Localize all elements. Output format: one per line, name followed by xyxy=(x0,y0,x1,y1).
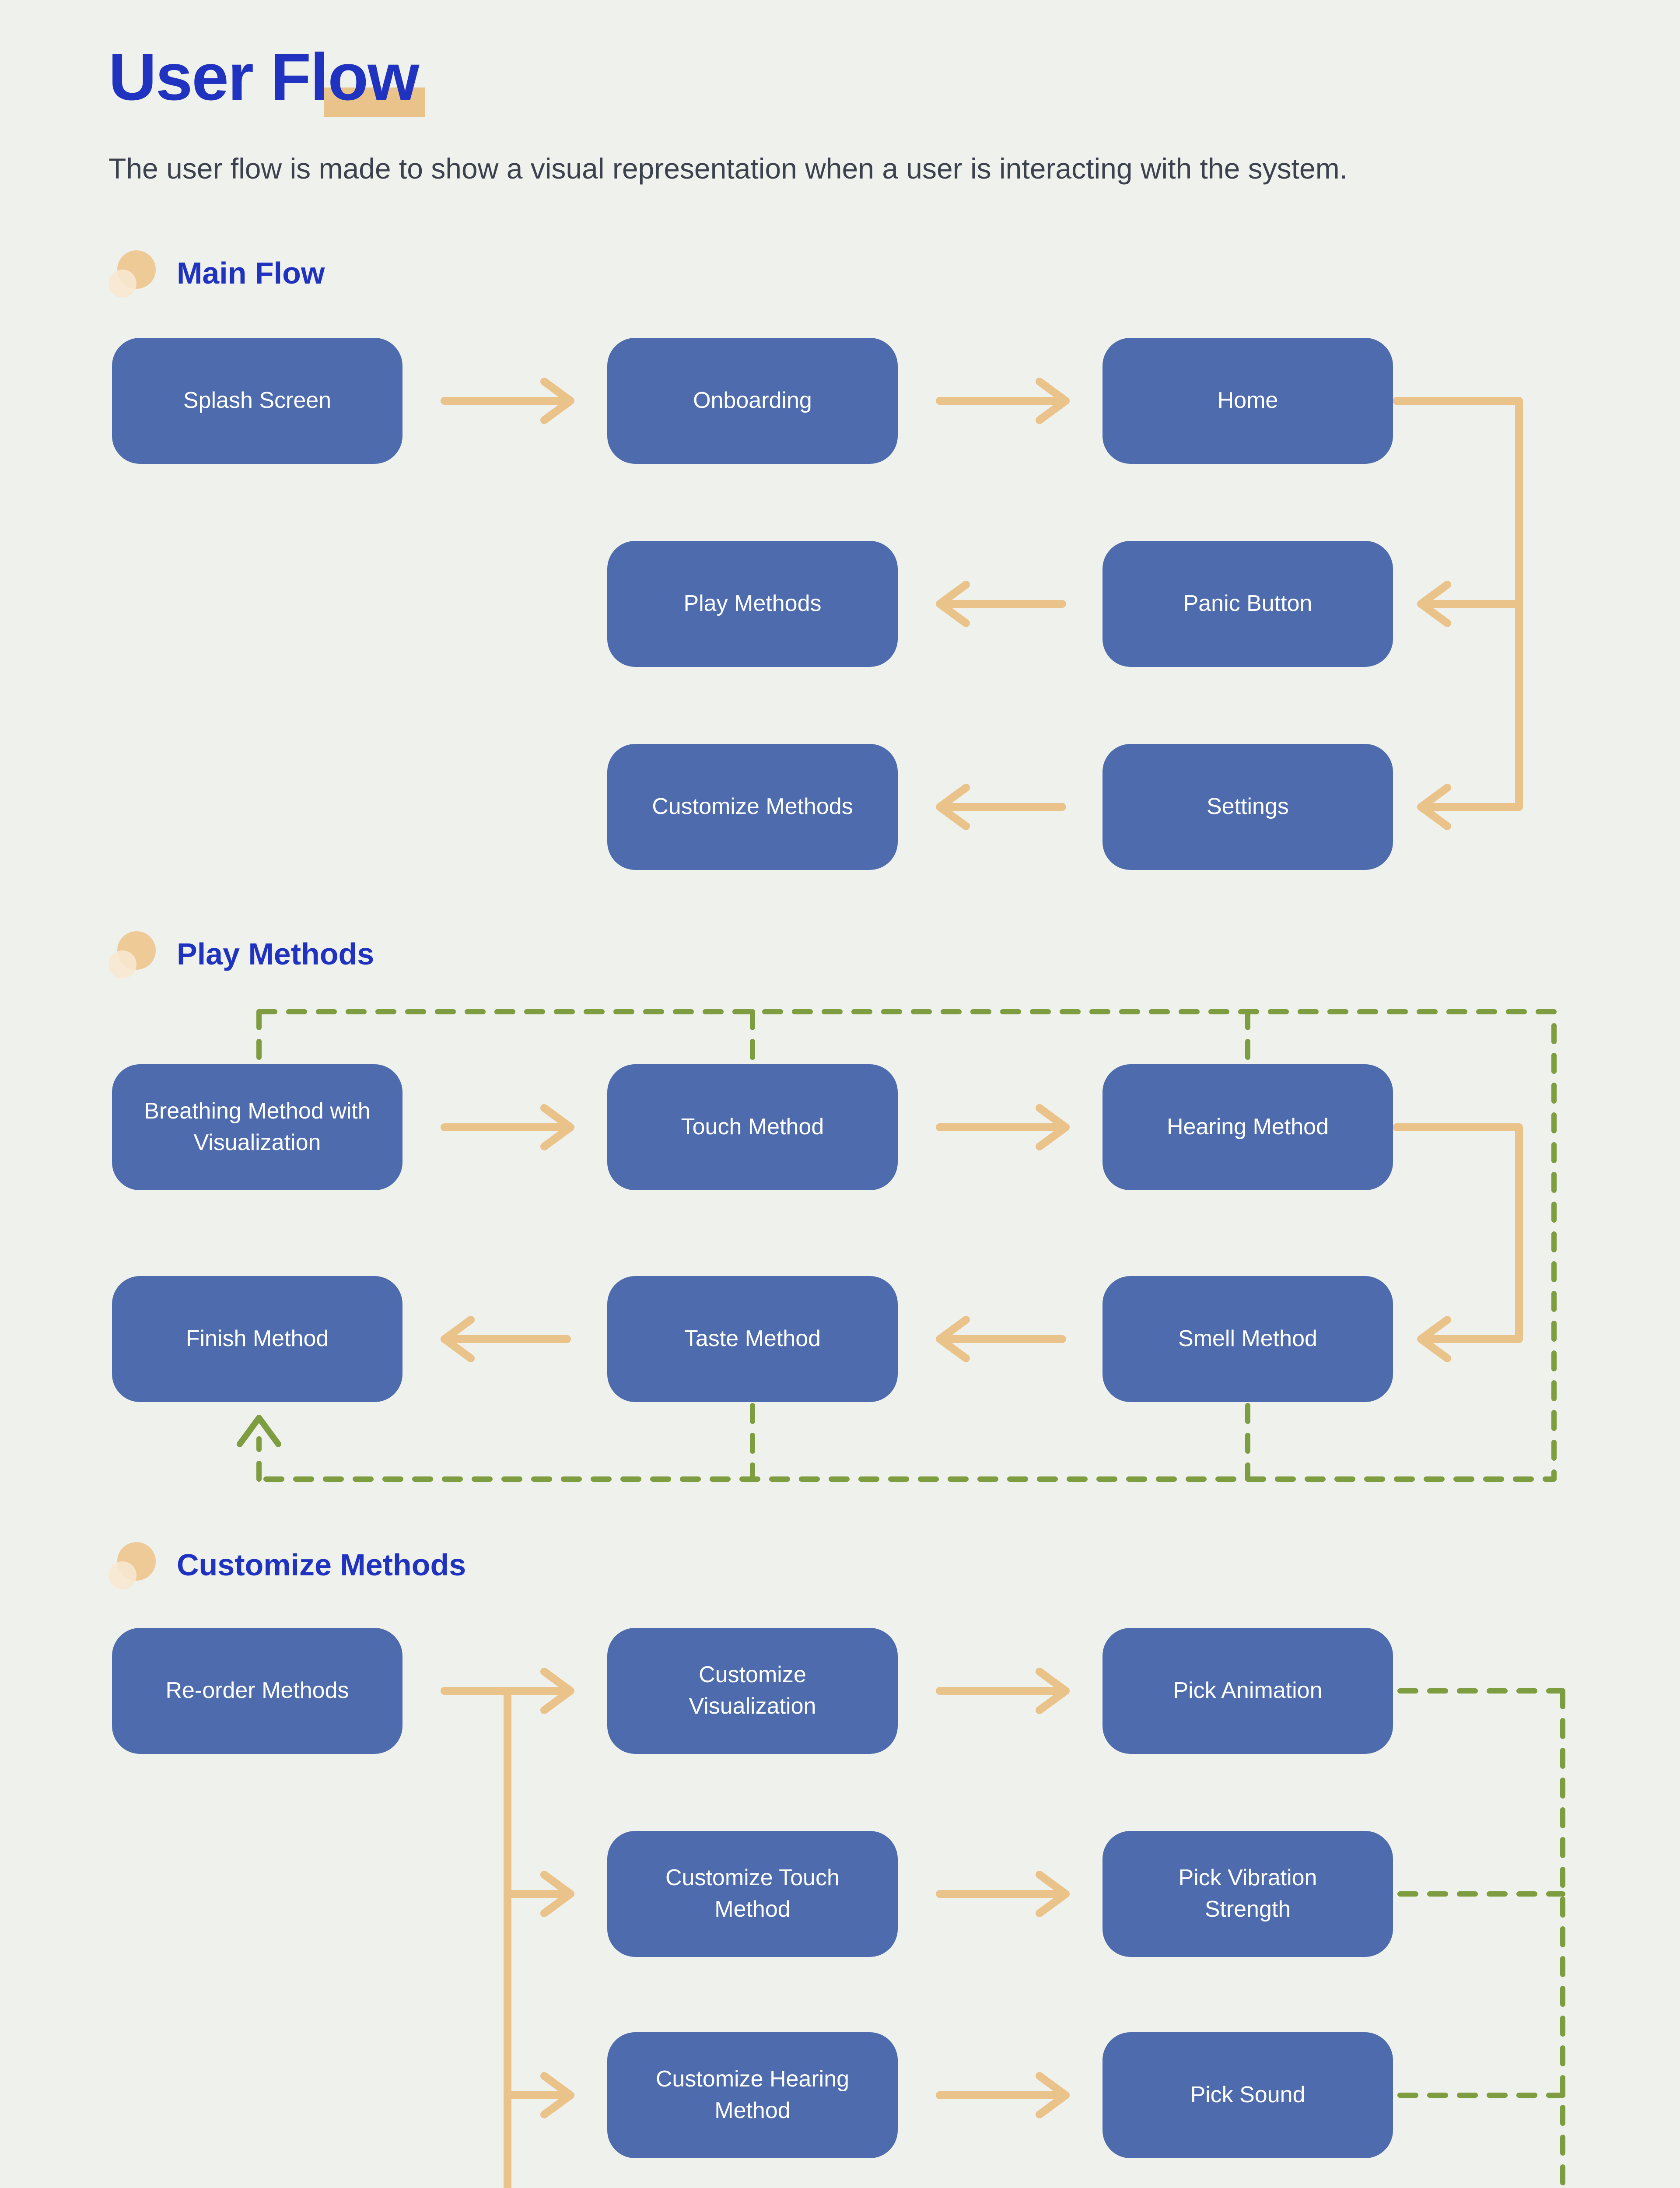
node-smell-method: Smell Method xyxy=(1102,1276,1393,1402)
section-heading-label: Main Flow xyxy=(177,255,325,290)
node-splash-screen: Splash Screen xyxy=(112,338,402,464)
node-reorder-methods: Re-order Methods xyxy=(112,1628,402,1754)
node-settings: Settings xyxy=(1102,744,1393,870)
node-finish-method: Finish Method xyxy=(112,1276,402,1402)
arrow-taste-to-finish xyxy=(441,1316,571,1362)
section-bullet-icon xyxy=(108,930,156,978)
node-customize-methods: Customize Methods xyxy=(607,744,898,870)
node-taste-method: Taste Method xyxy=(607,1276,898,1402)
page-subtitle: The user flow is made to show a visual r… xyxy=(108,154,1348,186)
arrow-splash-to-onboarding xyxy=(441,378,574,424)
node-home: Home xyxy=(1102,338,1393,464)
node-onboarding: Onboarding xyxy=(607,338,898,464)
arrow-home-to-panic-and-settings xyxy=(1393,397,1523,830)
arrow-onboarding-to-home xyxy=(936,378,1070,424)
title-highlight-mark xyxy=(324,88,425,117)
node-customize-visualization: Customize Visualization xyxy=(607,1628,898,1754)
arrow-reorder-branch xyxy=(441,1668,574,2188)
node-customize-hearing-method: Customize Hearing Method xyxy=(607,2032,898,2158)
node-breathing-method: Breathing Method with Visualization xyxy=(112,1064,402,1190)
arrow-breathing-to-touch xyxy=(441,1104,574,1150)
arrow-customize-touch-to-pick-vibration xyxy=(936,1871,1070,1917)
node-customize-touch-method: Customize Touch Method xyxy=(607,1831,898,1957)
node-touch-method: Touch Method xyxy=(607,1064,898,1190)
node-pick-sound: Pick Sound xyxy=(1102,2032,1393,2158)
page-title: User Flow xyxy=(108,42,419,116)
section-heading-label: Customize Methods xyxy=(177,1546,466,1581)
arrow-customize-hearing-to-pick-sound xyxy=(936,2072,1070,2118)
section-heading-play-methods: Play Methods xyxy=(108,929,374,978)
node-hearing-method: Hearing Method xyxy=(1102,1064,1393,1190)
arrow-touch-to-hearing xyxy=(936,1104,1070,1150)
section-bullet-icon xyxy=(108,1541,156,1588)
arrow-smell-to-taste xyxy=(936,1316,1066,1362)
arrow-panic-to-play-methods xyxy=(936,581,1066,627)
node-play-methods: Play Methods xyxy=(607,541,898,667)
section-heading-label: Play Methods xyxy=(177,936,374,971)
dashed-return-to-save xyxy=(1397,1688,1565,2188)
arrow-customize-visualization-to-pick-animation xyxy=(936,1668,1070,1714)
section-bullet-icon xyxy=(108,249,156,297)
section-heading-main-flow: Main Flow xyxy=(108,249,325,298)
node-pick-animation: Pick Animation xyxy=(1102,1628,1393,1754)
node-panic-button: Panic Button xyxy=(1102,541,1393,667)
section-heading-customize-methods: Customize Methods xyxy=(108,1540,466,1589)
node-pick-vibration-strength: Pick Vibration Strength xyxy=(1102,1831,1393,1957)
arrow-hearing-to-smell xyxy=(1393,1123,1523,1362)
arrow-settings-to-customize-methods xyxy=(936,784,1066,830)
dashed-loop-play-methods xyxy=(237,1009,1557,1482)
